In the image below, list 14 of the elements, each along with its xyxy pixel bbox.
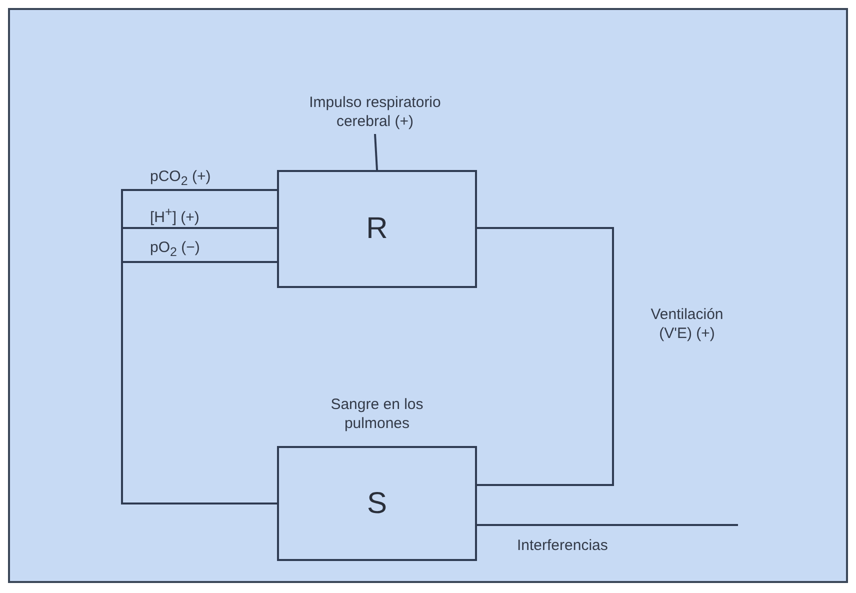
edge-label: Interferencias xyxy=(517,537,608,556)
box-label: R xyxy=(366,212,388,246)
edge-label: [H$^{+}$] (+) xyxy=(150,205,200,228)
edge-label: pCO$_{2}$ (+) xyxy=(150,168,211,190)
connector-line xyxy=(477,524,738,526)
input-label: Impulso respiratorio cerebral (+) xyxy=(290,94,460,132)
connector-line xyxy=(374,134,378,170)
process-box xyxy=(277,446,477,561)
edge-label: pO$_{2}$ (−) xyxy=(150,239,200,261)
process-box xyxy=(277,170,477,288)
edge-label: Ventilación (V'E) (+) xyxy=(650,306,724,344)
box-label: S xyxy=(366,486,387,520)
node-heading: Sangre en los pulmones xyxy=(330,396,424,434)
connector-line xyxy=(477,227,614,486)
